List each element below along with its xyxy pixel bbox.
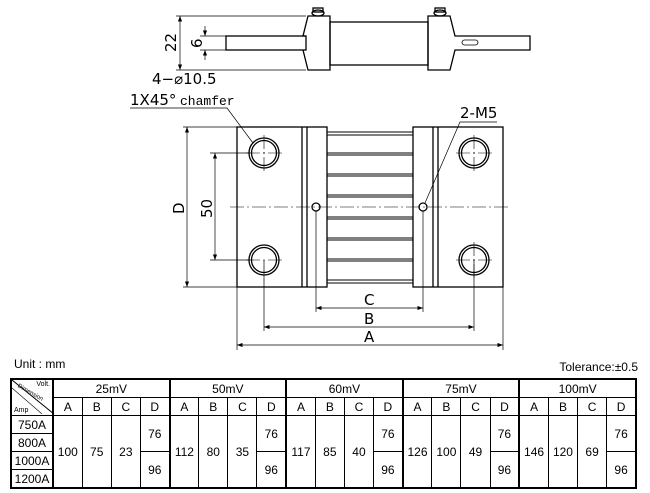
dim-C-label: C (364, 291, 374, 309)
value-cell-c: 49 (460, 415, 491, 489)
amp-cell: 750A (10, 415, 54, 434)
column-header: B (314, 397, 345, 416)
column-header: D (489, 397, 520, 416)
hole-label: 4−⌀10.5 (152, 70, 217, 88)
chamfer-label: 1X45° (130, 91, 176, 109)
column-header: B (547, 397, 579, 416)
unit-label: Unit : mm (14, 357, 66, 371)
chamfer-word: chamfer (180, 94, 235, 109)
column-header: D (256, 397, 287, 416)
value-cell-d: 76 (489, 415, 520, 452)
value-cell-d: 76 (139, 415, 171, 452)
value-cell-b: 120 (547, 415, 579, 489)
value-cell-d: 76 (256, 415, 287, 452)
value-cell-a: 112 (168, 415, 200, 489)
table-row: 800A (10, 433, 636, 452)
column-header: A (168, 397, 200, 416)
value-cell-a: 126 (401, 415, 433, 489)
corner-amp: Amp (14, 407, 29, 414)
value-cell-b: 75 (81, 415, 112, 489)
column-header: A (518, 397, 549, 416)
value-cell-a: 100 (51, 415, 83, 489)
amp-cell: 800A (10, 433, 54, 452)
corner-volt: Volt. (36, 381, 50, 388)
table-row: 1200A (10, 469, 636, 489)
dim-22-label: 22 (162, 33, 180, 52)
column-header: A (51, 397, 83, 416)
value-cell-a: 117 (285, 415, 316, 489)
volt-header: 25mV (52, 378, 171, 398)
dim-A-label: A (364, 328, 375, 346)
value-cell-d: 96 (373, 451, 404, 489)
thread-label: 2-M5 (460, 104, 497, 122)
tolerance-label: Tolerance:±0.5 (559, 360, 638, 374)
column-header: D (139, 397, 171, 416)
column-header: B (198, 397, 229, 416)
value-cell-c: 23 (110, 415, 141, 489)
screw-icon (311, 7, 325, 17)
column-header: C (110, 397, 141, 416)
amp-cell: 1000A (10, 451, 54, 470)
side-view (176, 7, 531, 71)
dim-6-label: 6 (188, 38, 206, 48)
value-cell-b: 100 (431, 415, 462, 489)
value-cell-b: 85 (314, 415, 345, 489)
value-cell-c: 35 (227, 415, 258, 489)
volt-header: 75mV (401, 378, 520, 398)
screw-icon (433, 7, 447, 17)
column-header: C (460, 397, 491, 416)
column-header: B (431, 397, 462, 416)
value-cell-d: 76 (606, 415, 637, 452)
column-header: C (227, 397, 258, 416)
value-cell-b: 80 (198, 415, 229, 489)
volt-header: 60mV (285, 378, 404, 398)
volt-header: 50mV (168, 378, 287, 398)
amp-cell: 1200A (10, 469, 54, 489)
diagonal-lines (12, 380, 54, 414)
value-cell-c: 40 (343, 415, 375, 489)
column-header: A (285, 397, 316, 416)
plan-view (130, 107, 510, 350)
column-header: D (373, 397, 404, 416)
dim-B-label: B (364, 310, 374, 328)
column-header: C (577, 397, 608, 416)
column-header: C (343, 397, 375, 416)
column-header: A (401, 397, 433, 416)
value-cell-d: 96 (139, 451, 171, 489)
value-cell-d: 76 (373, 415, 404, 452)
column-header: D (606, 397, 637, 416)
value-cell-d: 96 (606, 451, 637, 489)
value-cell-d: 96 (256, 451, 287, 489)
technical-drawing: 22 6 (130, 7, 531, 350)
table-row: 1000A 96 96 96 96 96 (10, 451, 637, 489)
column-header: B (81, 397, 112, 416)
value-cell-a: 146 (518, 415, 549, 489)
value-cell-d: 96 (489, 451, 520, 489)
dim-D-label: D (170, 202, 188, 214)
dim-50-label: 50 (198, 199, 216, 218)
volt-header: 100mV (518, 378, 637, 398)
value-cell-c: 69 (577, 415, 608, 489)
